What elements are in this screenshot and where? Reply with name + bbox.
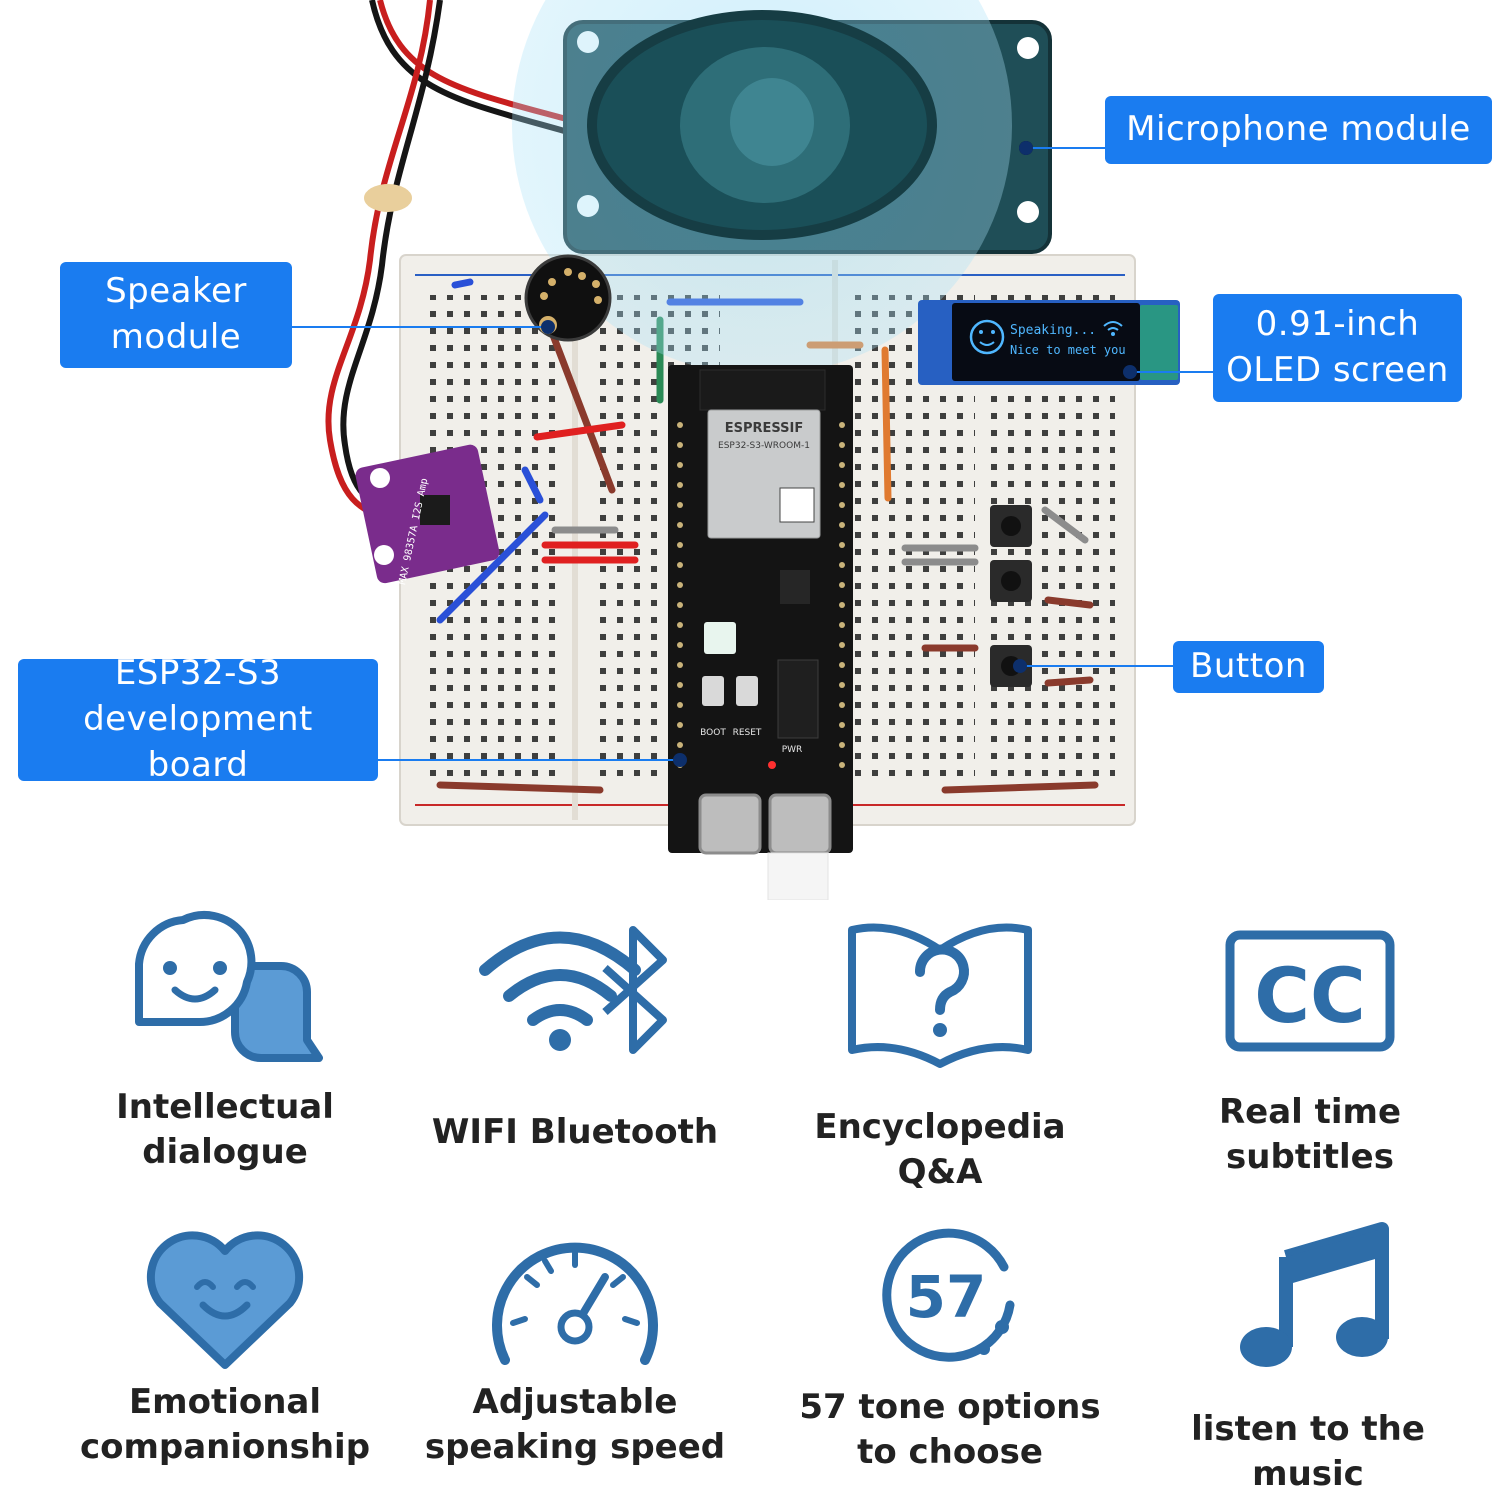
push-buttons bbox=[990, 505, 1032, 687]
callout-leaders bbox=[292, 147, 1213, 761]
feature-label: 57 tone options to choose bbox=[799, 1387, 1101, 1472]
oled-module: Speaking... Nice to meet you bbox=[918, 300, 1180, 385]
chat-bubbles-icon bbox=[135, 911, 323, 1062]
oled-line-1: Speaking... bbox=[1010, 323, 1096, 338]
speaker-module-label: Speaker module bbox=[60, 262, 292, 368]
feature-label: Intellectual dialogue bbox=[116, 1087, 334, 1172]
feature-label: listen to the music bbox=[1191, 1409, 1425, 1494]
feature-listen-to-music: listen to the music bbox=[1138, 1215, 1478, 1494]
amp-board: MAX 98357A I2S Amp bbox=[355, 444, 500, 586]
microphone-module-label: Microphone module bbox=[1105, 96, 1492, 164]
tone-badge: 57 bbox=[906, 1263, 987, 1331]
boot-silk: BOOT bbox=[700, 728, 726, 738]
cable-tie bbox=[364, 184, 412, 212]
esp32-board-label: ESP32-S3 development board bbox=[18, 653, 378, 785]
speaker-hardware bbox=[512, 0, 1052, 375]
button-label: Button bbox=[1173, 641, 1324, 693]
esp32-board: ESPRESSIF ESP32-S3-WROOM-1 BOOT RESET PW… bbox=[668, 365, 853, 900]
oled-screen-label: 0.91-inch OLED screen bbox=[1213, 294, 1462, 402]
feature-emotional-companionship: Emotional companionship bbox=[55, 1215, 395, 1485]
heart-smile-icon bbox=[146, 1231, 304, 1369]
feature-57-tone-options: 57 57 tone options to choose bbox=[780, 1215, 1120, 1485]
wifi-bluetooth-icon bbox=[479, 926, 667, 1054]
esp-model: ESP32-S3-WROOM-1 bbox=[718, 441, 810, 451]
jumper-wires bbox=[436, 278, 1099, 794]
feature-label: Real time subtitles bbox=[1218, 1092, 1402, 1177]
feature-wifi-bluetooth: WIFI Bluetooth bbox=[405, 910, 745, 1180]
pwr-silk: PWR bbox=[782, 745, 803, 755]
feature-label: Emotional companionship bbox=[79, 1382, 371, 1467]
speedometer-icon bbox=[492, 1242, 658, 1365]
feature-encyclopedia-qa: Encyclopedia Q&A bbox=[770, 910, 1110, 1192]
feature-intellectual-dialogue: Intellectual dialogue bbox=[55, 910, 395, 1180]
esp-brand: ESPRESSIF bbox=[725, 421, 804, 436]
feature-label: Adjustable speaking speed bbox=[424, 1382, 726, 1467]
feature-adjustable-speaking-speed: Adjustable speaking speed bbox=[405, 1215, 745, 1485]
feature-label: WIFI Bluetooth bbox=[431, 1112, 719, 1152]
feature-label: Encyclopedia Q&A bbox=[814, 1107, 1066, 1192]
reset-silk: RESET bbox=[733, 728, 762, 738]
hardware-illustration: MAX 98357A I2S Amp ESPRESSIF ESP32-S3-WR… bbox=[292, 0, 1213, 900]
oled-line-2: Nice to meet you bbox=[1010, 343, 1126, 357]
music-note-icon bbox=[1240, 1222, 1389, 1367]
book-question-icon bbox=[848, 923, 1032, 1068]
tone-57-icon: 57 bbox=[882, 1228, 1015, 1362]
svg-text:CC: CC bbox=[1254, 951, 1366, 1040]
feature-real-time-subtitles: CC Real time subtitles bbox=[1140, 910, 1480, 1180]
cc-icon: CC bbox=[1225, 930, 1395, 1052]
